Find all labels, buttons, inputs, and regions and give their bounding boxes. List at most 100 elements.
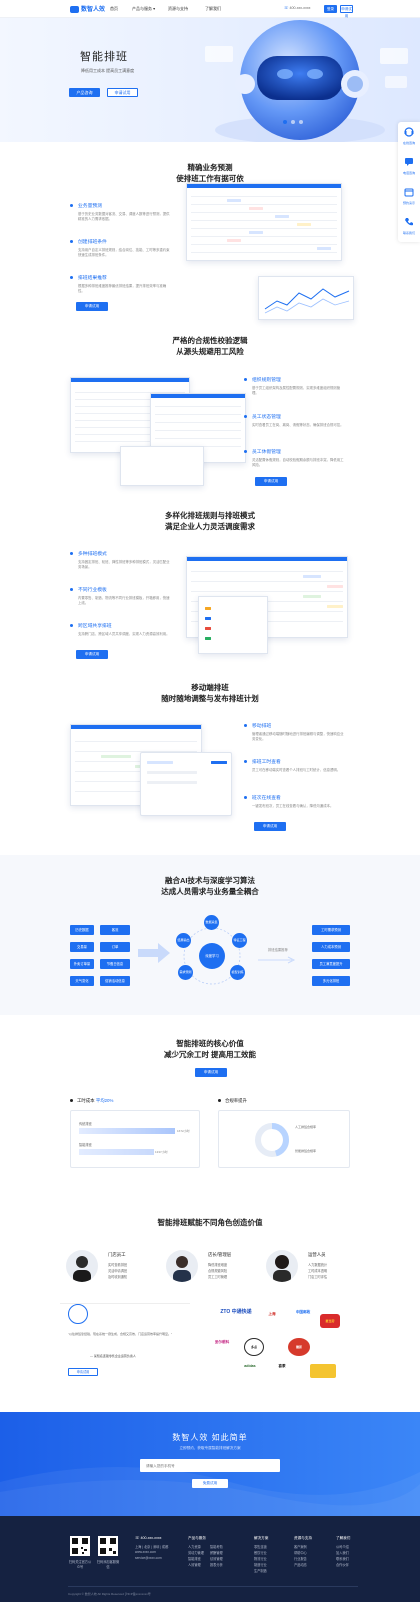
s1-feature-2-desc: 支持用户自定义排班规则，结合岗位、技能、工时等多重约束快速生成排班条件。 — [78, 248, 170, 257]
s1-trial-button[interactable]: 申请试用 — [76, 302, 108, 311]
section4-title-1: 移动端排班 — [191, 683, 229, 692]
sidebar-contact[interactable]: 联系我们 — [398, 212, 420, 242]
value-left-heading: 工时成本 平均20% — [70, 1098, 113, 1104]
s1-forecast-chart — [258, 276, 354, 320]
footer-link[interactable]: 薪酬管理 — [210, 1551, 223, 1555]
role-1-line-3: 及时收到通知 — [108, 1275, 128, 1279]
login-button[interactable]: 登录 — [324, 5, 337, 13]
footer-link[interactable]: 制造行业 — [254, 1563, 267, 1567]
footer-col-4-head: 资源与支持 — [294, 1536, 312, 1540]
hero-banner: 智能排班 降低用工成本 提高员工满意度 产品咨询 申请试用 — [0, 18, 420, 142]
section1-title-2: 使排班工作有据可依 — [176, 174, 244, 183]
s2-trial-button[interactable]: 申请试用 — [255, 477, 287, 486]
ai-input-5: 外卖订单量 — [70, 959, 94, 969]
footer-link[interactable]: 联系我们 — [336, 1557, 349, 1561]
avatar — [166, 1250, 198, 1282]
floating-sidebar: 在线咨询 电话咨询 预约演示 联系我们 — [398, 122, 420, 242]
footer-link[interactable]: 公司介绍 — [336, 1545, 349, 1549]
footer-link[interactable]: 客户案例 — [294, 1545, 307, 1549]
footer-col-1-head: 产品与服务 — [188, 1536, 206, 1540]
arrow-line-icon — [258, 956, 296, 964]
footer-col-5-head: 了解我们 — [336, 1536, 351, 1540]
footer-col-3-head: 解决方案 — [254, 1536, 269, 1540]
bullet-icon — [70, 276, 73, 279]
s3-feature-2-desc: 内置零售、制造、物流等不同行业排班模板，开箱即用，快速上线。 — [78, 596, 170, 605]
s1-feature-1-title: 业务量预测 — [78, 204, 102, 209]
client-logo-zto: ZTO 中通快递 — [220, 1309, 252, 1315]
role-3-title: 运营人员 — [308, 1252, 326, 1257]
nav-item-home[interactable]: 首页 — [110, 6, 118, 11]
ai-output-4: 多元化排班 — [312, 976, 350, 986]
footer-link[interactable]: 帮助中心 — [294, 1551, 307, 1555]
value-trial-button[interactable]: 申请试用 — [195, 1068, 227, 1077]
footer-link[interactable]: 劳动力管理 — [188, 1551, 204, 1555]
donut-legend-1: 人工排班合规率 — [295, 1125, 317, 1129]
footer-phone: ☏ 400-xxx-xxxx — [135, 1536, 161, 1540]
footer-link[interactable]: 智能排班 — [188, 1557, 201, 1561]
footer-link[interactable]: 生产制造 — [254, 1569, 267, 1573]
s3-trial-button[interactable]: 申请试用 — [76, 650, 108, 659]
role-2-title: 店长/管理层 — [208, 1252, 232, 1257]
s2-feature-3-title: 员工休假管理 — [252, 450, 281, 455]
s2-feature-1-desc: 基于员工组织架构及属性配置规则，实现多维度组织规则管理。 — [252, 386, 341, 395]
footer-link[interactable]: 智能考勤 — [210, 1545, 223, 1549]
footer-link[interactable]: 合作伙伴 — [336, 1563, 349, 1567]
client-logo-3: 中国邮政 — [295, 1310, 311, 1314]
role-2-line-2: 合规规避风险 — [208, 1269, 228, 1273]
value-title-1: 智能排班的核心价值 — [176, 1039, 244, 1048]
sidebar-consult-label: 在线咨询 — [402, 141, 415, 145]
footer-link[interactable]: 行业报告 — [294, 1557, 307, 1561]
testimonial-trial-button[interactable]: 申请试用 — [68, 1368, 98, 1376]
client-logo-6: 多点 — [244, 1338, 264, 1356]
cta-phone-input[interactable] — [140, 1459, 280, 1472]
footer-link[interactable]: 产品动态 — [294, 1563, 307, 1567]
s3-rule-panel — [198, 596, 268, 654]
ai-ring-node-5: 结果输出 — [176, 933, 191, 948]
footer-link[interactable]: 餐饮行业 — [254, 1551, 267, 1555]
s3-feature-1-desc: 支持固定排班、轮班、弹性排班等多种排班模式，灵活匹配业务场景。 — [78, 560, 170, 569]
footer-link[interactable]: 人效管理 — [188, 1563, 201, 1567]
hero-consult-button[interactable]: 产品咨询 — [69, 88, 100, 97]
footer-link[interactable]: 零售连锁 — [254, 1545, 267, 1549]
nav-item-resources[interactable]: 资源与支持 — [168, 6, 188, 11]
ai-ring-node-4: 需求预测 — [178, 965, 193, 980]
s1-feature-3-desc: 根据多种排班维度推荐最优排班结果，提升排班效率与准确性。 — [78, 284, 167, 293]
section2-title-2: 从源头规避用工风险 — [176, 347, 244, 356]
hero-title: 智能排班 — [80, 51, 128, 63]
value-right-heading: 合规率提升 — [218, 1098, 247, 1104]
s1-feature-2-title: 创建排班条件 — [78, 240, 107, 245]
client-logo-7: 德邦 — [288, 1338, 310, 1356]
value-right-title: 合规率提升 — [225, 1098, 247, 1103]
role-3-line-3: 门店工时评估 — [308, 1275, 328, 1279]
client-logo-5: 爱尔眼科 — [214, 1340, 230, 1344]
s4-trial-button[interactable]: 申请试用 — [254, 822, 286, 831]
nav-trial-button[interactable]: 申请试用 — [340, 5, 353, 18]
sidebar-consult[interactable]: 在线咨询 — [398, 122, 420, 152]
nav-phone-text: 400-xxx-xxxx — [289, 6, 311, 10]
phone-icon — [405, 218, 413, 226]
bar-value-1: 1672小时 — [177, 1129, 190, 1133]
ai-output-3: 员工满意度提升 — [312, 959, 350, 969]
footer-link[interactable]: 绩效管理 — [210, 1557, 223, 1561]
cta-submit-button[interactable]: 免费试用 — [192, 1479, 228, 1488]
hero-trial-button[interactable]: 申请试用 — [107, 88, 138, 97]
nav-item-about[interactable]: 了解我们 — [205, 6, 221, 11]
sidebar-phone[interactable]: 电话咨询 — [398, 152, 420, 182]
footer-link[interactable]: 加入我们 — [336, 1551, 349, 1555]
nav-item-products[interactable]: 产品与服务 ▾ — [132, 6, 156, 11]
s2-feature-2-desc: 实时查看员工在岗、离岗、请假等状态，确保排班合规可控。 — [252, 423, 344, 427]
s4-feature-3-title: 班次在线查看 — [252, 796, 281, 801]
chat-icon — [405, 158, 413, 166]
ai-input-6: 节假日信息 — [100, 959, 130, 969]
avatar — [66, 1250, 98, 1282]
footer-link[interactable]: 人力资源 — [188, 1545, 201, 1549]
sidebar-demo[interactable]: 预约演示 — [398, 182, 420, 212]
footer-link[interactable]: 物流行业 — [254, 1557, 267, 1561]
footer-link[interactable]: 报表分析 — [210, 1563, 223, 1567]
brand-logo[interactable]: 数智人效 — [70, 4, 105, 13]
ai-input-8: 促销活动信息 — [100, 976, 130, 986]
robot-illustration — [205, 20, 408, 142]
footer-addr-3: service@xxxx.com — [135, 1556, 162, 1560]
ai-input-2: 客流 — [100, 925, 130, 935]
section4-title-2: 随时随地调整与发布排班计划 — [161, 694, 259, 703]
